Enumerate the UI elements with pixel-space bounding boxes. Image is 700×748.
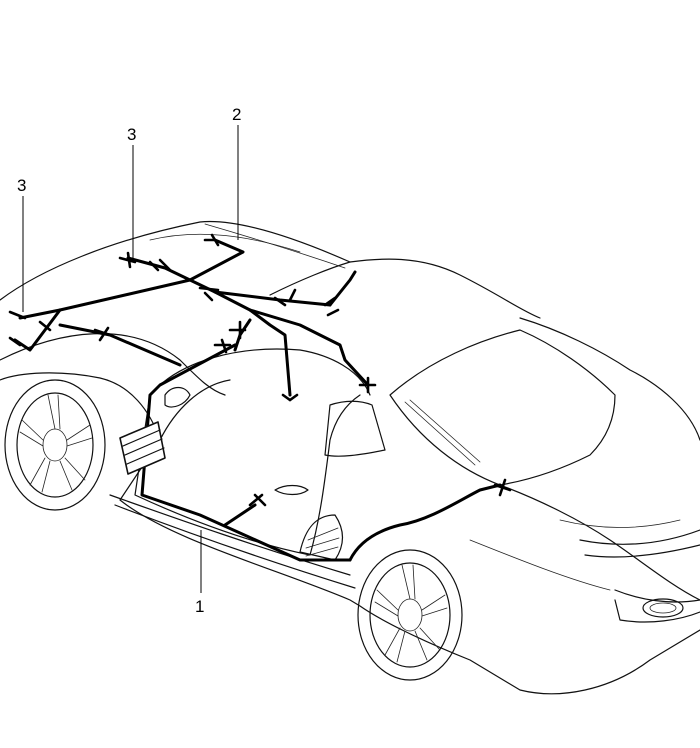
wiring-harness (8, 233, 512, 562)
callout-label-3-left: 3 (17, 176, 26, 195)
front-wheel (4, 379, 106, 511)
fuse-box (119, 421, 166, 475)
callout-label-3-mid: 3 (127, 125, 136, 144)
car-body (0, 220, 700, 695)
callout-1: 1 (195, 530, 204, 616)
callout-3-mid: 3 (127, 125, 136, 258)
rear-wheel (357, 549, 463, 681)
callout-label-1: 1 (195, 597, 204, 616)
callout-2: 2 (232, 105, 241, 240)
callout-label-2: 2 (232, 105, 241, 124)
callout-3-left: 3 (17, 176, 26, 312)
